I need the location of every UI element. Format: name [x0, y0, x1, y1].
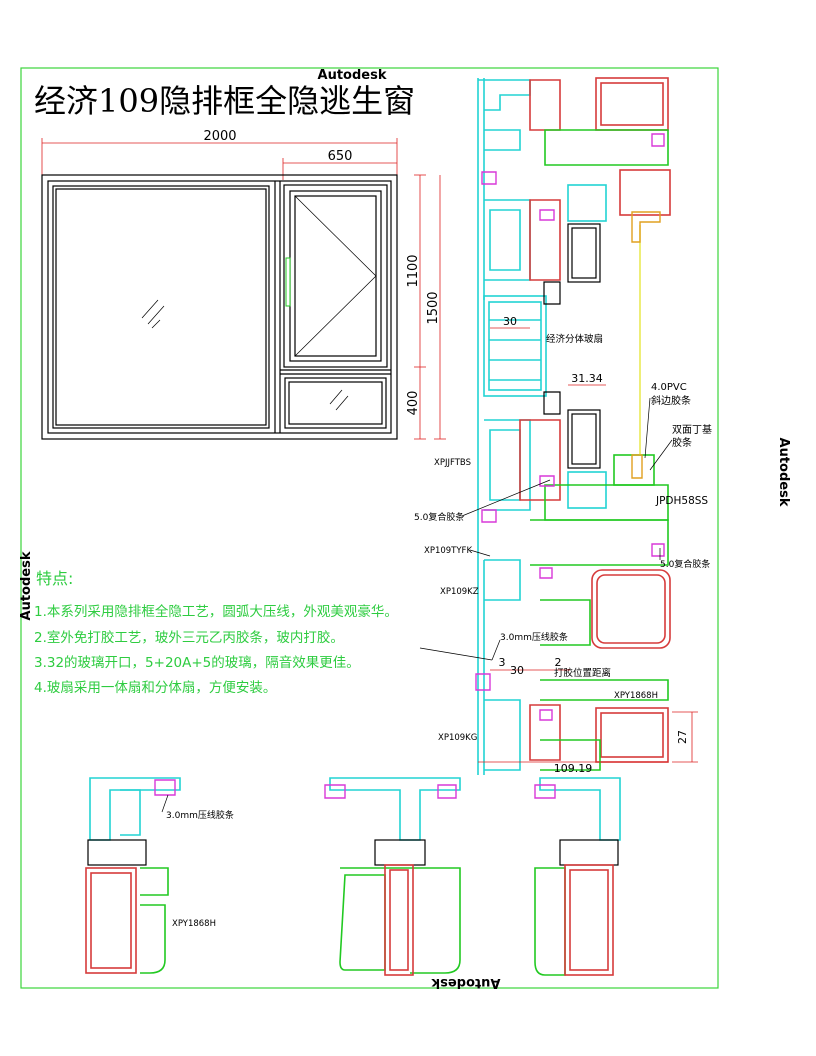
label-composite-strip-right: 5.0复合胶条 — [660, 558, 710, 570]
dim-total-height: 1500 — [426, 291, 441, 324]
feature-item-4: 4.玻扇采用一体扇和分体扇，方便安装。 — [34, 680, 276, 696]
label-xp109tyfk: XP109TYFK — [424, 546, 472, 556]
dim-sash-height: 1100 — [406, 254, 421, 287]
bottom-section-1: 3.0mm压线胶条 XPY1868H — [85, 777, 234, 974]
label-xpjjftbs: XPJJFTBS — [434, 458, 471, 468]
label-pvc-line1: 4.0PVC — [651, 382, 687, 393]
window-elevation: 2000 650 1 — [41, 129, 446, 440]
dim-2: 2 — [555, 656, 562, 669]
label-glue-position: 打胶位置距离 — [554, 667, 611, 679]
label-xpy1868h-bottom: XPY1868H — [172, 919, 216, 929]
watermark-top: Autodesk — [318, 68, 387, 83]
dim-30: 30 — [503, 315, 517, 328]
watermark-left: Autodesk — [19, 551, 34, 620]
watermark-bottom: Autodesk — [431, 975, 500, 990]
drawing-title: 经济109隐排框全隐逃生窗 — [34, 82, 415, 120]
label-xp109kg: XP109KG — [438, 733, 477, 743]
features-heading: 特点: — [36, 569, 73, 588]
label-composite-strip-left: 5.0复合胶条 — [414, 511, 464, 523]
features-block: 特点: 1.本系列采用隐排框全隐工艺，圆弧大压线，外观美观豪华。 2.室外免打胶… — [34, 569, 398, 696]
feature-item-3: 3.32的玻璃开口，5+20A+5的玻璃，隔音效果更佳。 — [34, 654, 360, 671]
label-tape-line1: 双面丁基 — [672, 423, 712, 436]
dim-total-width: 2000 — [203, 129, 236, 144]
dim-31-34: 31.34 — [571, 372, 603, 385]
label-xp109kz: XP109KZ — [440, 587, 479, 597]
feature-item-2: 2.室外免打胶工艺，玻外三元乙丙胶条，玻内打胶。 — [34, 629, 344, 646]
dim-30b: 30 — [510, 664, 524, 677]
section-profile: 30 31.34 3 30 2 27 109.19 经济分体玻扇 4.0PVC … — [414, 77, 712, 775]
label-split-glass-sash: 经济分体玻扇 — [546, 333, 603, 345]
bottom-section-2 — [324, 777, 461, 976]
dim-3: 3 — [499, 656, 506, 669]
dim-sash-width: 650 — [328, 149, 353, 164]
sheet-border — [20, 67, 719, 989]
bottom-section-3 — [534, 777, 621, 976]
dim-27: 27 — [676, 730, 689, 744]
label-bead-strip-bottom: 3.0mm压线胶条 — [166, 809, 234, 821]
watermark-right: Autodesk — [776, 438, 791, 507]
label-bead-strip: 3.0mm压线胶条 — [500, 631, 568, 643]
feature-item-1: 1.本系列采用隐排框全隐工艺，圆弧大压线，外观美观豪华。 — [34, 603, 398, 620]
label-xpy1868h: XPY1868H — [614, 691, 658, 701]
label-pvc-line2: 斜边胶条 — [651, 394, 691, 407]
dim-109-19: 109.19 — [554, 762, 593, 775]
label-jpdh58ss: JPDH58SS — [655, 495, 708, 507]
dim-fixed-height: 400 — [406, 391, 421, 416]
label-tape-line2: 胶条 — [672, 436, 692, 449]
